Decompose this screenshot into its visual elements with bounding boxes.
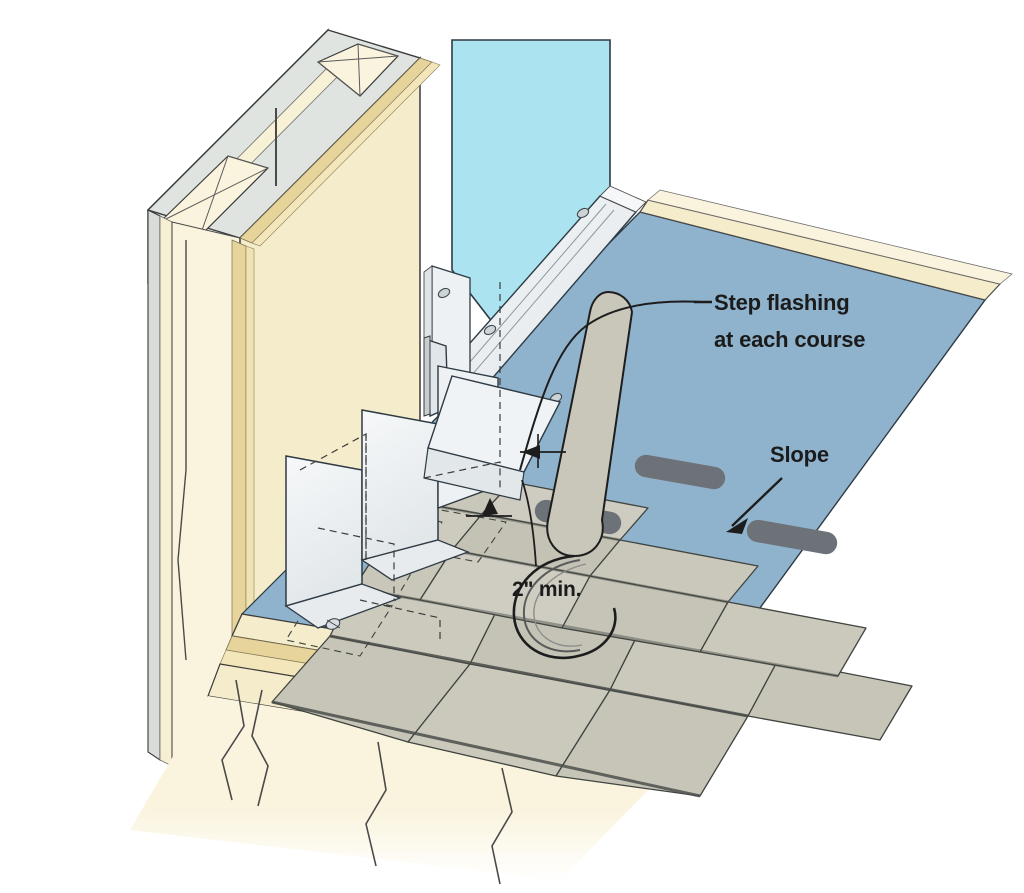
fastener-dot [576, 207, 590, 219]
dimension-leader-line [521, 479, 537, 567]
step-flashing-vertical-leg [361, 409, 439, 561]
shingle-tab [747, 659, 913, 741]
step-flashing-pan-return [423, 447, 525, 501]
bottom-left-fade [0, 770, 340, 893]
break-line-wall [177, 240, 187, 661]
sealant-strip [634, 454, 726, 490]
break-line-right [491, 767, 513, 885]
lifted-flashing-curl-inner [522, 559, 581, 653]
sealant-strip [746, 519, 838, 555]
step-flashing-hidden-outlines [299, 282, 501, 640]
lifted-step-flashing-piece [512, 290, 634, 660]
step-flashing-roof-leg [284, 583, 402, 629]
step-flashing-vertical-leg [285, 455, 363, 607]
slope-callout: Slope [726, 442, 829, 534]
roof-sheathing-band-upper-2 [647, 189, 1013, 285]
slope-arrow-shaft [731, 477, 783, 527]
head-flashing-top-hem [599, 185, 647, 213]
fastener-dot [483, 324, 497, 336]
shingle-field [271, 469, 913, 798]
dimension-callout: 2" min. [466, 434, 581, 601]
wall-top-sheathing-band-2 [251, 61, 441, 247]
head-flashing-crease-1 [443, 203, 607, 393]
step-flashing-label-line2: at each course [714, 327, 865, 352]
slope-label: Slope [770, 442, 829, 467]
wall-sheathing-edge [147, 209, 161, 762]
stud-end-grain-far [316, 43, 400, 97]
slope-arrow-head [726, 518, 748, 534]
step-flashing-callout: Step flashing at each course [519, 290, 865, 471]
shingle-tab [699, 601, 867, 677]
head-flashing-crease-2 [451, 209, 615, 399]
lifted-flashing-curl [512, 554, 617, 660]
step-flashing-label-line1: Step flashing [714, 290, 850, 315]
dimension-label: 2" min. [512, 578, 581, 601]
dimension-arrow-lower [482, 498, 498, 516]
wall-interior-edge [159, 215, 173, 767]
step-flashing-leader-line [519, 300, 703, 471]
kickout-flashing-edge [423, 335, 431, 417]
step-flashing-roof-leg [360, 539, 470, 581]
dimension-arrow-upper [522, 445, 540, 459]
break-line-center [365, 741, 387, 867]
fastener-dot [437, 287, 451, 299]
lifted-flashing-curl-inner-2 [533, 563, 587, 647]
fastener-slot [326, 619, 341, 629]
shingle-tab [589, 539, 759, 603]
